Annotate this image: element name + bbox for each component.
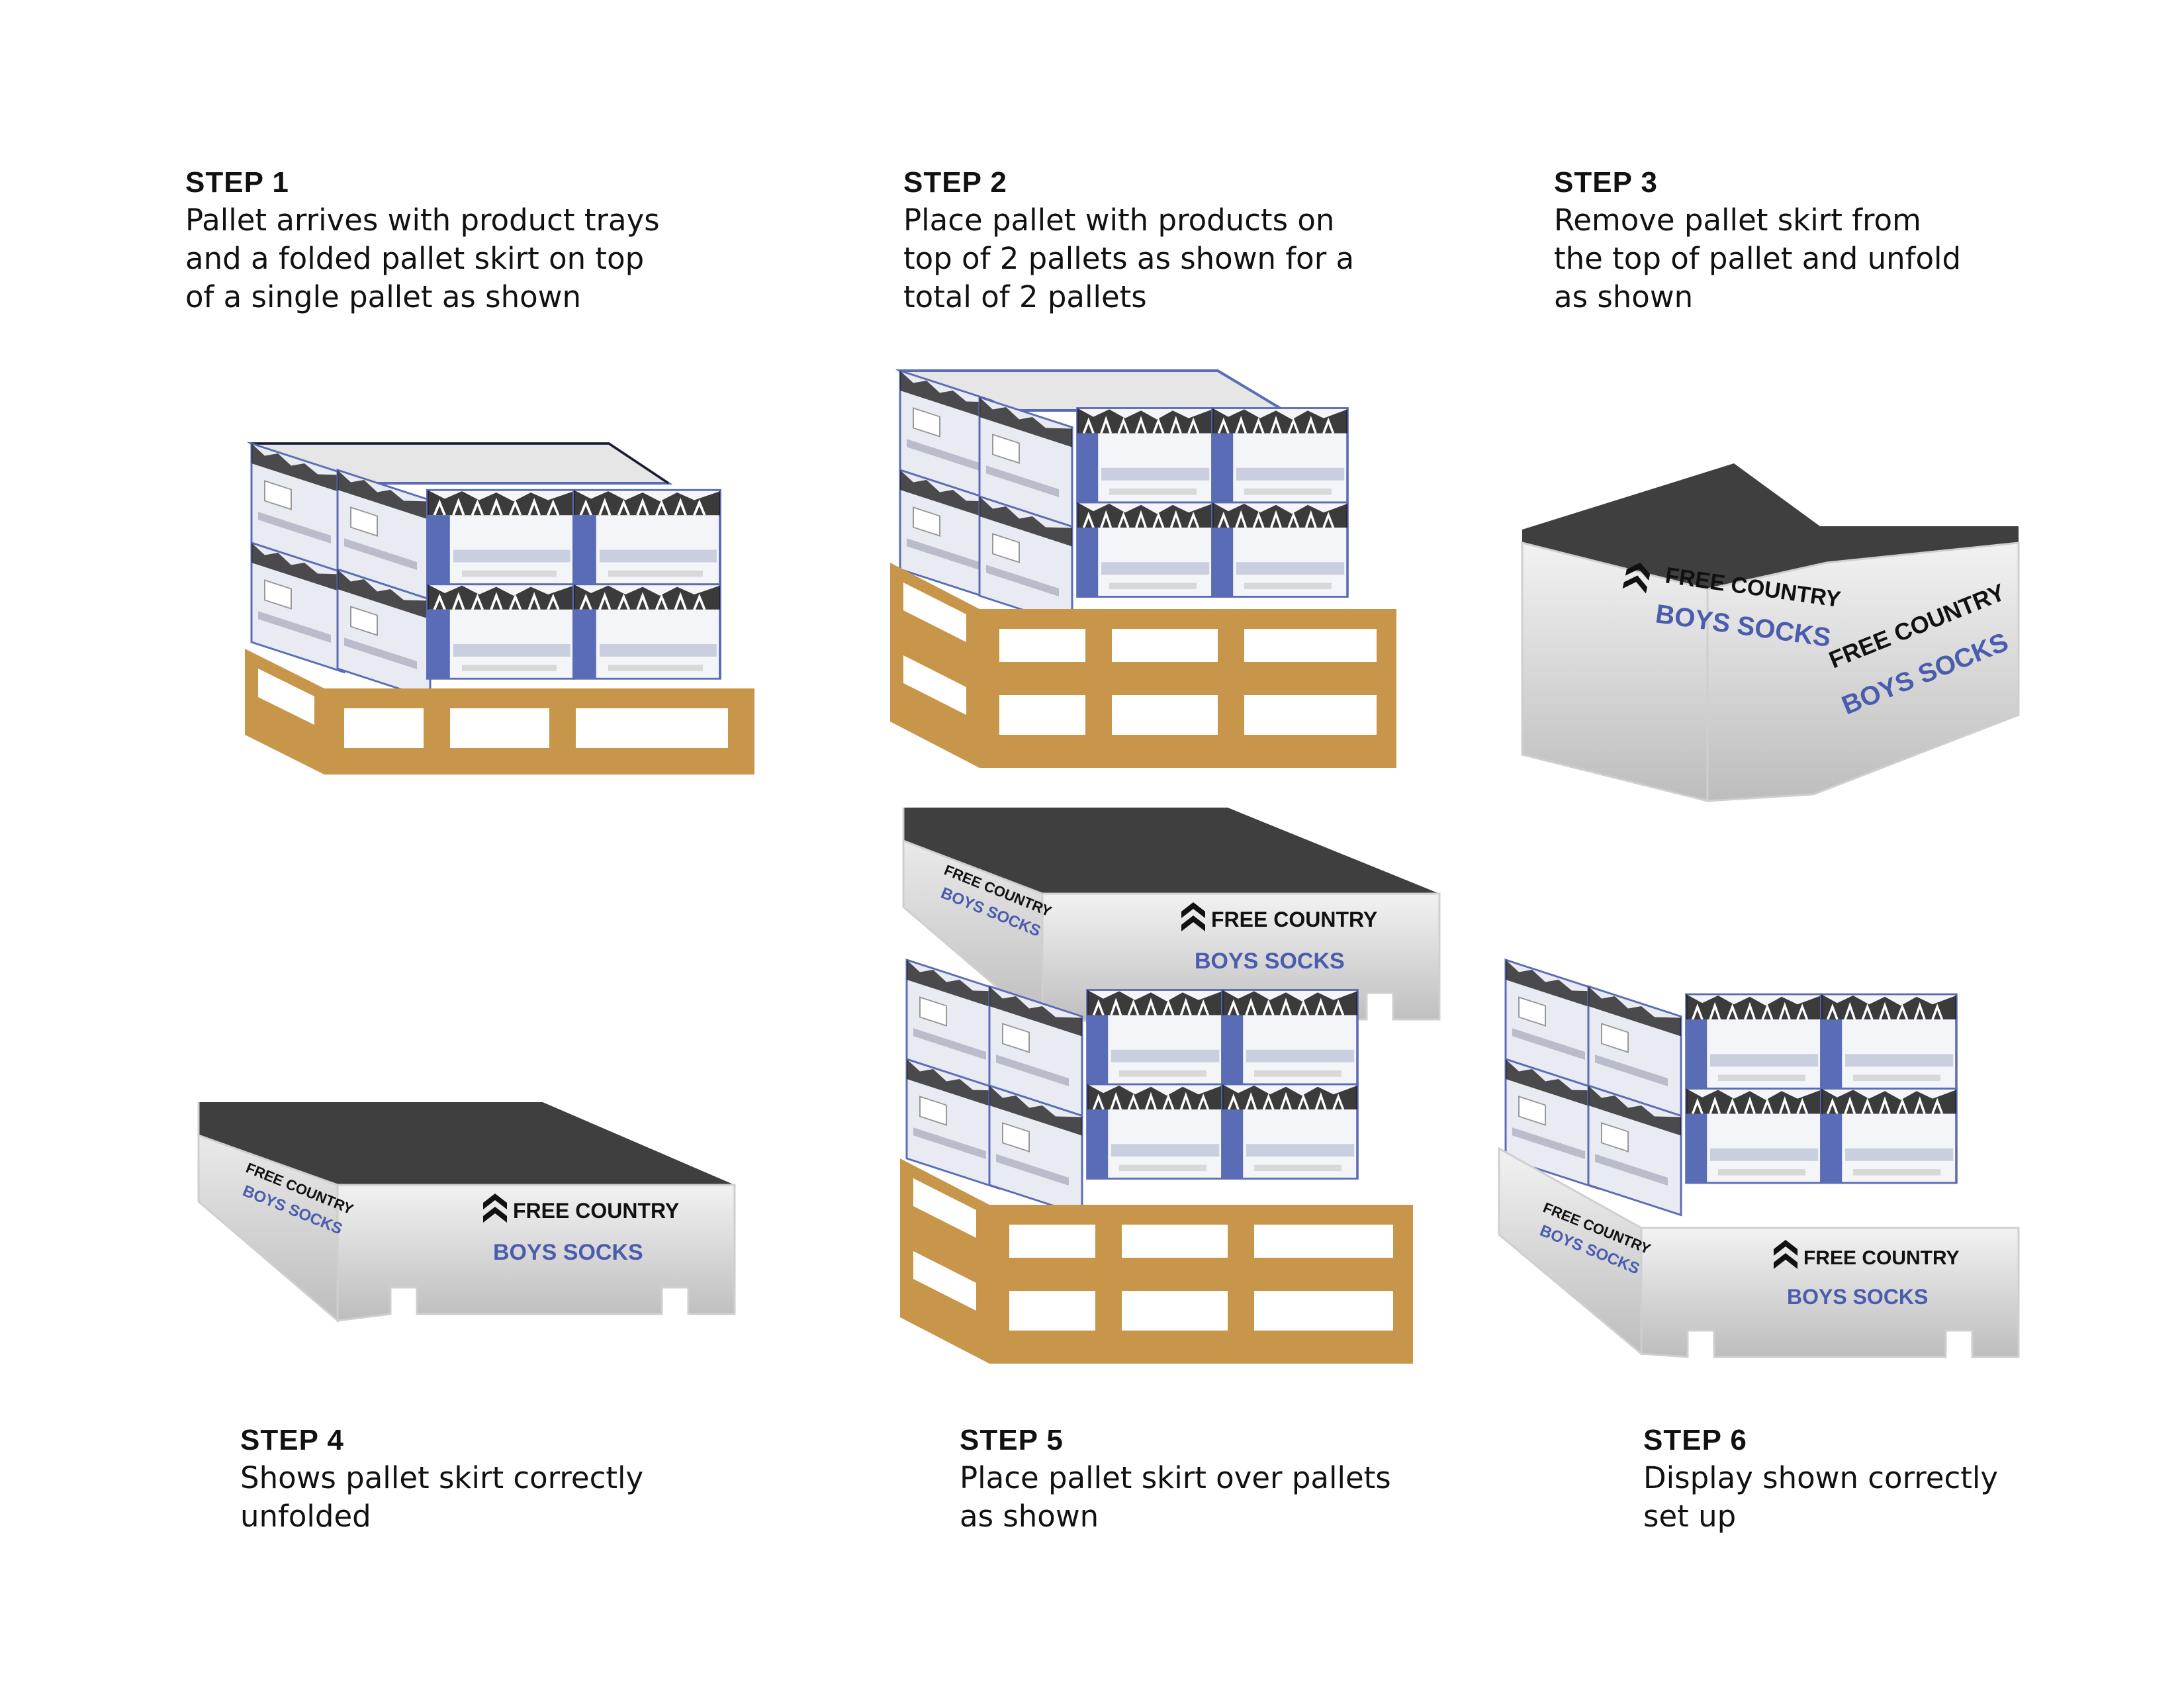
step-1-caption: STEP 1 Pallet arrives with product trays… — [185, 164, 847, 316]
step-4-illustration: FREE COUNTRY BOYS SOCKS FREE COUNTRY BOY… — [197, 1102, 736, 1323]
step-description: Place pallet skirt over pallets as shown — [960, 1460, 1391, 1534]
step-description: Remove pallet skirt from the top of pall… — [1554, 203, 1962, 314]
brand-name: FREE COUNTRY — [1211, 908, 1377, 931]
step-description: Place pallet with products on top of 2 p… — [903, 203, 1355, 314]
step-description: Shows pallet skirt correctly unfolded — [240, 1460, 644, 1534]
step-title: STEP 4 — [240, 1424, 344, 1456]
step-1-illustration — [245, 442, 754, 774]
product-name: BOYS SOCKS — [493, 1240, 643, 1265]
brand-logo-icon — [1774, 1240, 1797, 1269]
step-title: STEP 3 — [1554, 166, 1658, 199]
step-4-caption: STEP 4 Shows pallet skirt correctly unfo… — [240, 1422, 902, 1536]
skirt-top — [199, 1102, 735, 1185]
step-6-caption: STEP 6 Display shown correctly set up — [1643, 1422, 2184, 1536]
step-6-illustration: FREE COUNTRY BOYS SOCKS FREE COUNTRY BOY… — [1498, 959, 2020, 1358]
brand-name: FREE COUNTRY — [513, 1199, 679, 1223]
step-title: STEP 5 — [960, 1424, 1064, 1456]
step-title: STEP 2 — [903, 166, 1007, 199]
step-title: STEP 6 — [1643, 1424, 1747, 1456]
skirt-top — [1522, 463, 2019, 589]
brand-logo-icon — [1181, 902, 1205, 931]
step-5-caption: STEP 5 Place pallet skirt over pallets a… — [960, 1422, 1621, 1536]
step-title: STEP 1 — [185, 166, 289, 199]
step-5-illustration: FREE COUNTRY BOYS SOCKS FREE COUNTRY BOY… — [900, 808, 1441, 1364]
brand-logo-icon — [483, 1194, 507, 1223]
step-3-illustration: FREE COUNTRY BOYS SOCKS FREE COUNTRY BOY… — [1521, 463, 2020, 802]
step-description: Display shown correctly set up — [1643, 1460, 1999, 1534]
step-3-caption: STEP 3 Remove pallet skirt from the top … — [1554, 164, 2184, 316]
double-wood-pallet — [900, 1158, 1413, 1364]
brand-logo-icon — [1622, 562, 1651, 594]
product-name: BOYS SOCKS — [1195, 949, 1345, 974]
brand-name: FREE COUNTRY — [1803, 1247, 1960, 1269]
step-description: Pallet arrives with product trays and a … — [185, 203, 660, 314]
step-2-caption: STEP 2 Place pallet with products on top… — [903, 164, 1565, 316]
skirt-top — [903, 808, 1439, 894]
product-name: BOYS SOCKS — [1787, 1285, 1928, 1309]
step-2-illustration — [890, 369, 1396, 768]
